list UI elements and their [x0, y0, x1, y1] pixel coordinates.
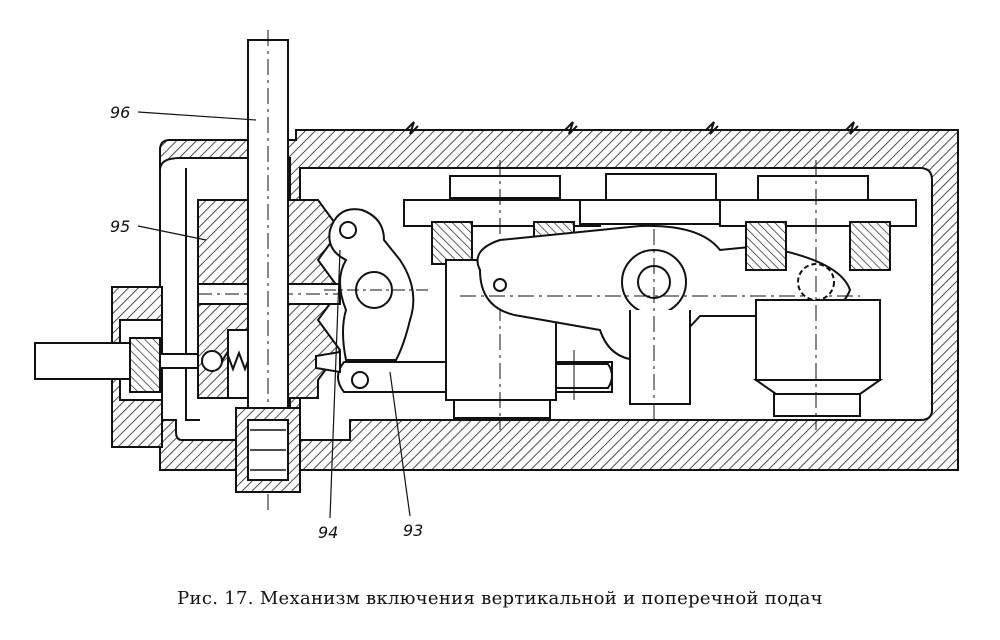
gear-assembly-right	[719, 160, 917, 430]
callout-label-94: 94	[318, 523, 338, 542]
lever-94	[324, 208, 430, 361]
callout-label-93: 93	[403, 521, 423, 540]
callout-leaders	[137, 111, 411, 519]
vertical-shaft-96	[235, 30, 301, 512]
figure-caption: Рис. 17. Механизм включения вертикальной…	[177, 588, 823, 609]
callout-label-95: 95	[110, 217, 130, 236]
callout-label-96: 96	[110, 103, 130, 122]
